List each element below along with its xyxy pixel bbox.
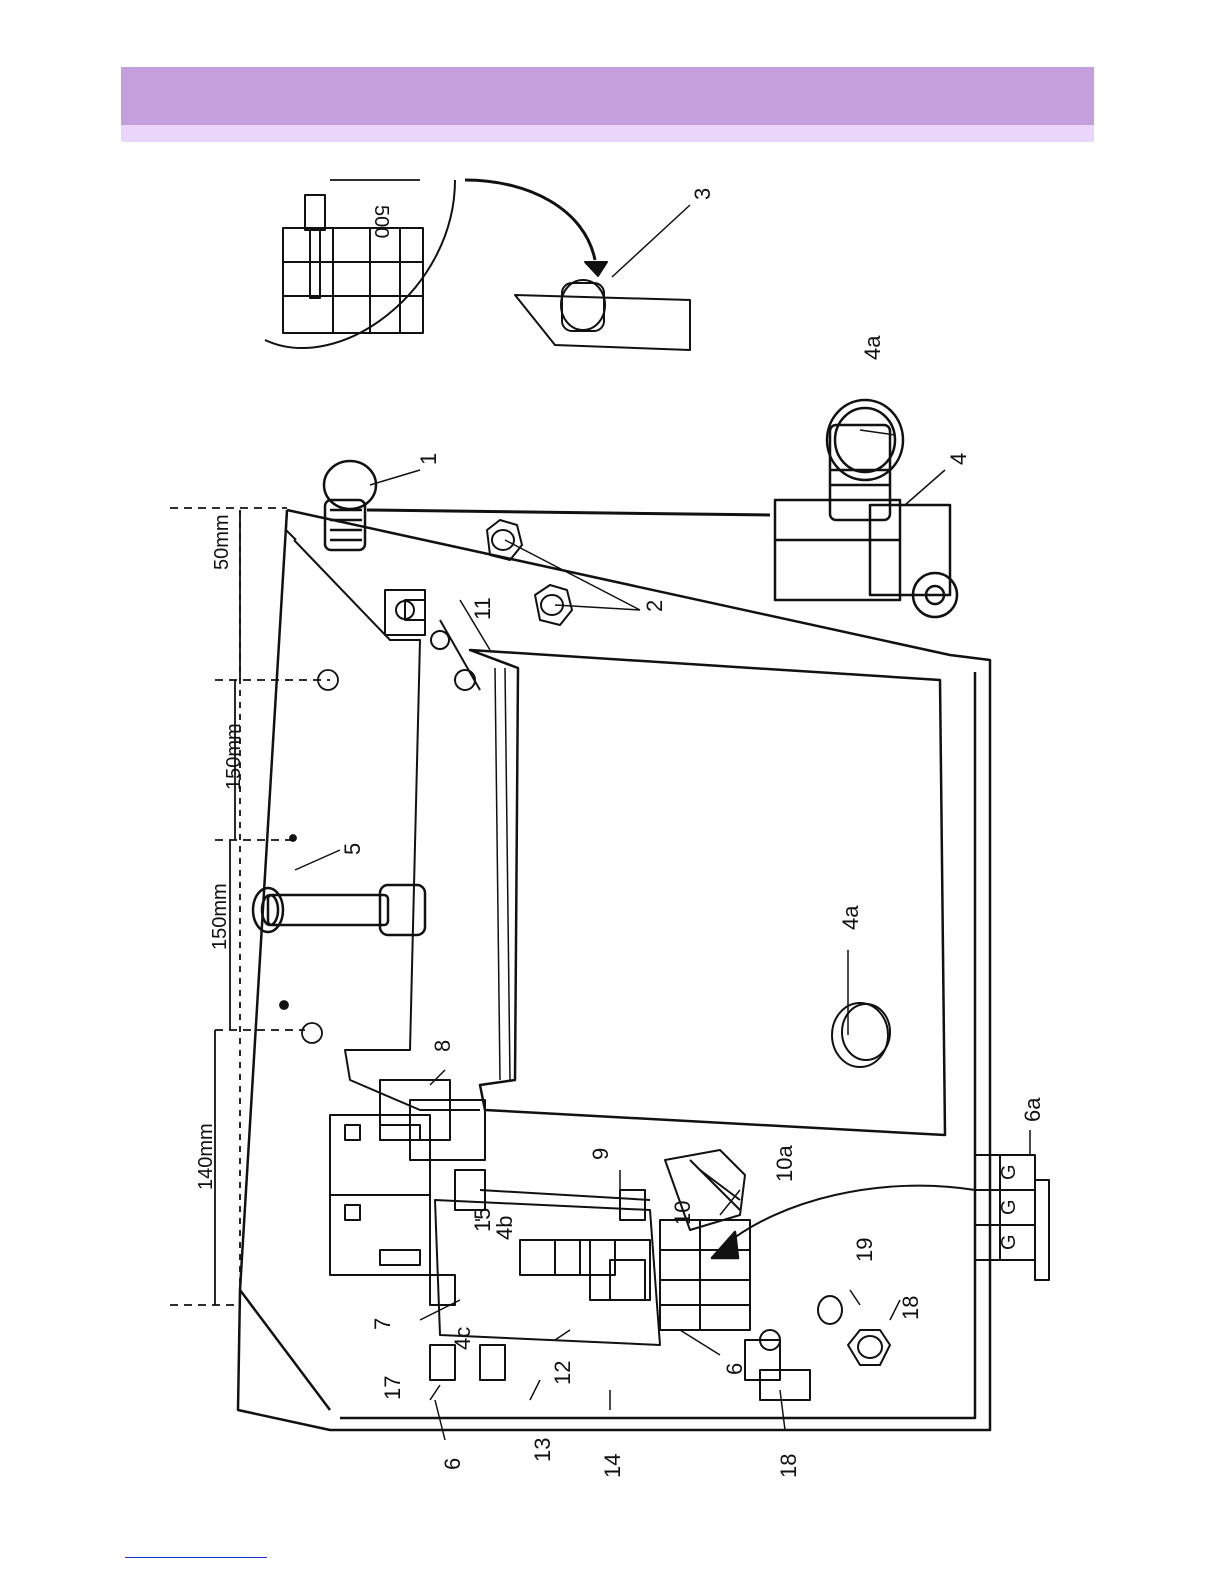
callout-10a: 10a [772,1145,797,1182]
callout-4a-mid: 4a [838,905,863,930]
dim-150mm-a: 150mm [223,723,245,790]
callout-7: 7 [370,1318,395,1330]
callout-18-bottom: 18 [776,1454,801,1478]
cabinet-back-edge [238,510,950,1430]
terminal-g3: G [998,1234,1020,1250]
dim-50mm: 50mm [211,514,233,570]
fitting-18 [745,1330,890,1400]
callout-3: 3 [690,188,715,200]
leader-lines [295,205,1030,1440]
nuts-2 [487,520,572,625]
back-panel [294,540,480,1110]
callout-8: 8 [430,1040,455,1052]
callout-18-right: 18 [898,1296,923,1320]
arrow-6a [725,1186,975,1245]
callout-6-left: 6 [440,1458,465,1470]
terminal-g1: G [998,1164,1020,1180]
terminal-g2: G [998,1199,1020,1215]
callout-13: 13 [530,1438,555,1462]
callout-9: 9 [588,1148,613,1160]
hole-19 [818,1296,842,1324]
hole-4a [832,1003,890,1067]
valve-assembly-4 [775,400,957,617]
dim-150mm-b: 150mm [209,883,231,950]
callout-5: 5 [340,843,365,855]
cable-gland-1 [324,461,376,550]
mounting-points [280,670,338,1043]
callout-12: 12 [550,1361,575,1385]
callout-6a: 6a [1020,1097,1045,1122]
callout-15: 15 [470,1208,495,1232]
callout-6-mid: 6 [722,1363,747,1375]
callout-11: 11 [470,597,495,620]
pipe-5 [253,885,425,935]
callout-1: 1 [416,453,441,465]
callout-10: 10 [670,1201,695,1225]
footer-underline [125,1557,267,1558]
callout-19: 19 [852,1238,877,1262]
cabinet-right-edge [287,510,990,1430]
dim-140mm: 140mm [195,1123,217,1190]
callout-14: 14 [600,1454,625,1478]
callout-4: 4 [946,453,971,465]
callout-labels: 1 2 3 4 4a 4a 4b 4c 5 6 6 6a 7 8 9 10 10… [340,188,1045,1478]
callout-4a-top: 4a [860,335,885,360]
inset-detail [265,180,690,350]
cabinet-floor-edge [240,1290,330,1410]
terminal-letters: G G G [998,1164,1020,1250]
callout-4c: 4c [450,1327,475,1350]
callout-17: 17 [380,1376,405,1400]
callout-4b: 4b [492,1216,517,1240]
dim-500: 500 [370,205,392,238]
callout-2: 2 [642,600,667,612]
dimension-labels: 500 50mm 150mm 150mm 140mm [195,205,392,1190]
